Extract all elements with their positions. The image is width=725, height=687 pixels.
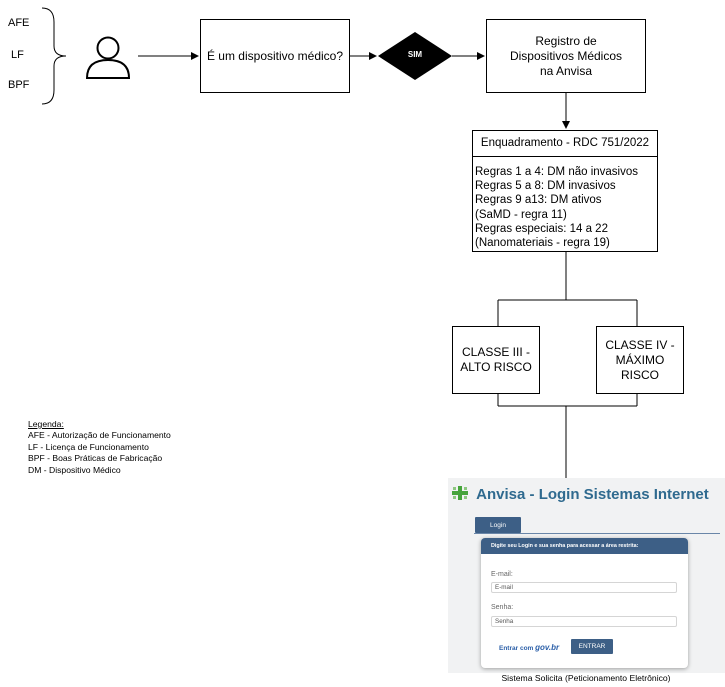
label-afe: AFE xyxy=(8,17,30,29)
rule-line: Regras especiais: 14 a 22 xyxy=(475,222,608,235)
legend-title: Legenda: xyxy=(28,419,64,429)
login-title-text: Anvisa - Login Sistemas Internet xyxy=(476,486,709,503)
login-card-header: Digite seu Login e sua senha para acessa… xyxy=(481,538,688,554)
rule-line: (SaMD - regra 11) xyxy=(475,208,567,221)
email-label: E-mail: xyxy=(491,571,513,578)
user-icon xyxy=(85,36,131,79)
brace xyxy=(41,7,67,105)
enquadramento-text: Enquadramento - RDC 751/2022 xyxy=(480,137,650,149)
login-tab-divider xyxy=(474,533,720,534)
decision-label: SIM xyxy=(407,50,423,59)
entrar-button[interactable]: ENTRAR xyxy=(571,639,613,654)
rule-line: (Nanomateriais - regra 19) xyxy=(475,237,610,250)
rules-box: Regras 1 a 4: DM não invasivos Regras 5 … xyxy=(472,156,658,252)
registro-text: Registro de Dispositivos Médicos na Anvi… xyxy=(509,33,623,78)
decision-diamond xyxy=(378,32,452,80)
classe-iv-line2: MÁXIMO RISCO xyxy=(615,352,665,382)
legend-item: AFE - Autorização de Funcionamento xyxy=(28,430,171,441)
classe-iii-line2: ALTO RISCO xyxy=(460,360,532,374)
rule-line: Regras 5 a 8: DM invasivos xyxy=(475,180,616,193)
govbr-brand: gov.br xyxy=(535,643,560,652)
class-bracket xyxy=(497,252,638,484)
question-box: É um dispositivo médico? xyxy=(200,19,350,93)
question-text: É um dispositivo médico? xyxy=(206,48,344,63)
login-card: Digite seu Login e sua senha para acessa… xyxy=(481,538,688,668)
rule-line: Regras 1 a 4: DM não invasivos xyxy=(475,166,638,178)
rule-line: Regras 9 a13: DM ativos xyxy=(475,194,602,207)
enquadramento-box: Enquadramento - RDC 751/2022 xyxy=(472,130,658,157)
senha-field[interactable]: Senha xyxy=(491,616,677,627)
registro-box: Registro de Dispositivos Médicos na Anvi… xyxy=(486,19,646,93)
legend-item: DM - Dispositivo Médico xyxy=(28,464,121,475)
govbr-login-link[interactable]: Entrar com gov.br xyxy=(499,643,559,652)
label-bpf: BPF xyxy=(8,79,30,91)
login-title: Anvisa - Login Sistemas Internet xyxy=(452,486,709,503)
legend: Legenda: AFE - Autorização de Funcioname… xyxy=(28,419,171,476)
legend-item: BPF - Boas Práticas de Fabricação xyxy=(28,453,163,464)
login-caption: Sistema Solicita (Peticionamento Eletrôn… xyxy=(501,673,671,683)
label-lf: LF xyxy=(11,49,24,61)
classe-iv-box: CLASSE IV - MÁXIMO RISCO xyxy=(596,326,684,394)
classe-iv-line1: CLASSE IV - xyxy=(605,337,675,352)
login-tab[interactable]: Login xyxy=(475,517,521,533)
classe-iii-line1: CLASSE III - xyxy=(461,345,531,359)
email-field[interactable]: E-mail xyxy=(491,582,677,593)
govbr-prefix: Entrar com xyxy=(499,645,534,652)
legend-item: LF - Licença de Funcionamento xyxy=(28,441,149,452)
classe-iii-box: CLASSE III - ALTO RISCO xyxy=(452,326,540,394)
senha-label: Senha: xyxy=(491,604,514,611)
anvisa-cross-icon xyxy=(452,486,472,503)
